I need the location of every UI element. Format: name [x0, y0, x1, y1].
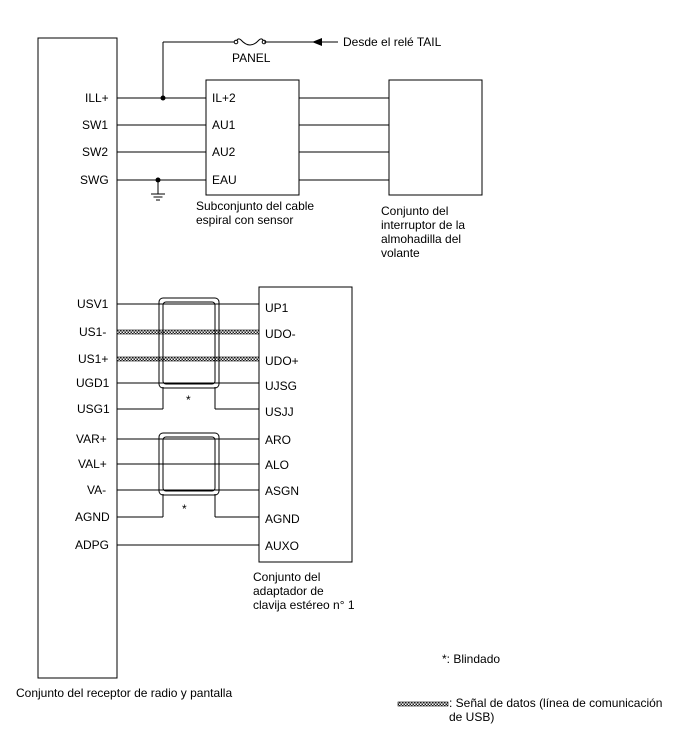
- audio-wires: [117, 432, 259, 546]
- data-signal-line: [116, 356, 260, 362]
- pin-usg1: USG1: [77, 402, 110, 416]
- pin-up1: UP1: [265, 301, 289, 315]
- usb-wires: [116, 297, 260, 410]
- pin-agnd: AGND: [75, 510, 110, 524]
- pin-asgn: ASGN: [265, 484, 299, 498]
- stereo-adapter-label: Conjunto del: [253, 570, 320, 584]
- pin-eau: EAU: [212, 173, 237, 187]
- stereo-adapter-label: clavija estéreo n° 1: [253, 598, 355, 612]
- audio-shield: [158, 432, 220, 496]
- radio-receiver-box: [37, 37, 118, 679]
- pin-auxo: AUXO: [265, 539, 299, 553]
- legend-data-signal: de USB): [449, 710, 494, 724]
- sensor-cable-label: Subconjunto del cable: [196, 199, 314, 213]
- pin-udop: UDO+: [265, 354, 299, 368]
- steering-switch-label: Conjunto del: [381, 204, 448, 218]
- pin-sw2: SW2: [82, 145, 108, 159]
- junction-dot: [160, 95, 166, 101]
- pin-ujsg: UJSG: [265, 379, 297, 393]
- steering-switch-label: almohadilla del: [381, 232, 461, 246]
- sensor-cable-label: espiral con sensor: [196, 213, 293, 227]
- data-signal-line: [116, 329, 260, 335]
- usb-shield: [158, 297, 220, 389]
- pin-ugd1: UGD1: [76, 376, 110, 390]
- radio-receiver-label: Conjunto del receptor de radio y pantall…: [16, 686, 232, 700]
- sensor-cable-box: [205, 79, 300, 196]
- arrow-icon: [312, 38, 322, 46]
- relay-source-label: Desde el relé TAIL: [343, 35, 442, 49]
- pin-alo: ALO: [265, 458, 289, 472]
- pin-au1: AU1: [212, 118, 236, 132]
- ground-icon: [151, 193, 165, 201]
- fuse-label: PANEL: [232, 51, 271, 65]
- legend-shield: *: Blindado: [442, 652, 500, 666]
- shield-mark: *: [186, 393, 191, 407]
- pin-us1m: US1-: [79, 325, 106, 339]
- stereo-adapter-label: adaptador de: [253, 584, 324, 598]
- pin-adpg: ADPG: [75, 538, 109, 552]
- pin-agnd-adapter: AGND: [265, 512, 300, 526]
- legend-data-signal: : Señal de datos (línea de comunicación: [449, 696, 662, 710]
- pin-usv1: USV1: [77, 297, 109, 311]
- pin-usjj: USJJ: [265, 405, 294, 419]
- pin-us1p: US1+: [78, 352, 108, 366]
- steering-switch-box: [388, 79, 483, 196]
- pin-il2: IL+2: [212, 91, 236, 105]
- pin-sw1: SW1: [82, 118, 108, 132]
- steering-switch-label: interruptor de la: [381, 218, 465, 232]
- pin-vam: VA-: [87, 483, 106, 497]
- pin-ill: ILL+: [85, 91, 109, 105]
- pin-varp: VAR+: [76, 432, 107, 446]
- pin-valp: VAL+: [78, 457, 107, 471]
- switch-wires: [299, 97, 389, 181]
- pin-udom: UDO-: [265, 327, 296, 341]
- pin-swg: SWG: [80, 173, 109, 187]
- pin-aro: ARO: [265, 433, 291, 447]
- data-signal-swatch: [397, 701, 449, 707]
- stereo-adapter-box: [258, 286, 353, 563]
- relay-feed: [162, 38, 338, 98]
- pin-au2: AU2: [212, 145, 236, 159]
- steering-switch-label: volante: [381, 246, 420, 260]
- upper-wires: [117, 95, 206, 201]
- shield-mark: *: [182, 502, 187, 516]
